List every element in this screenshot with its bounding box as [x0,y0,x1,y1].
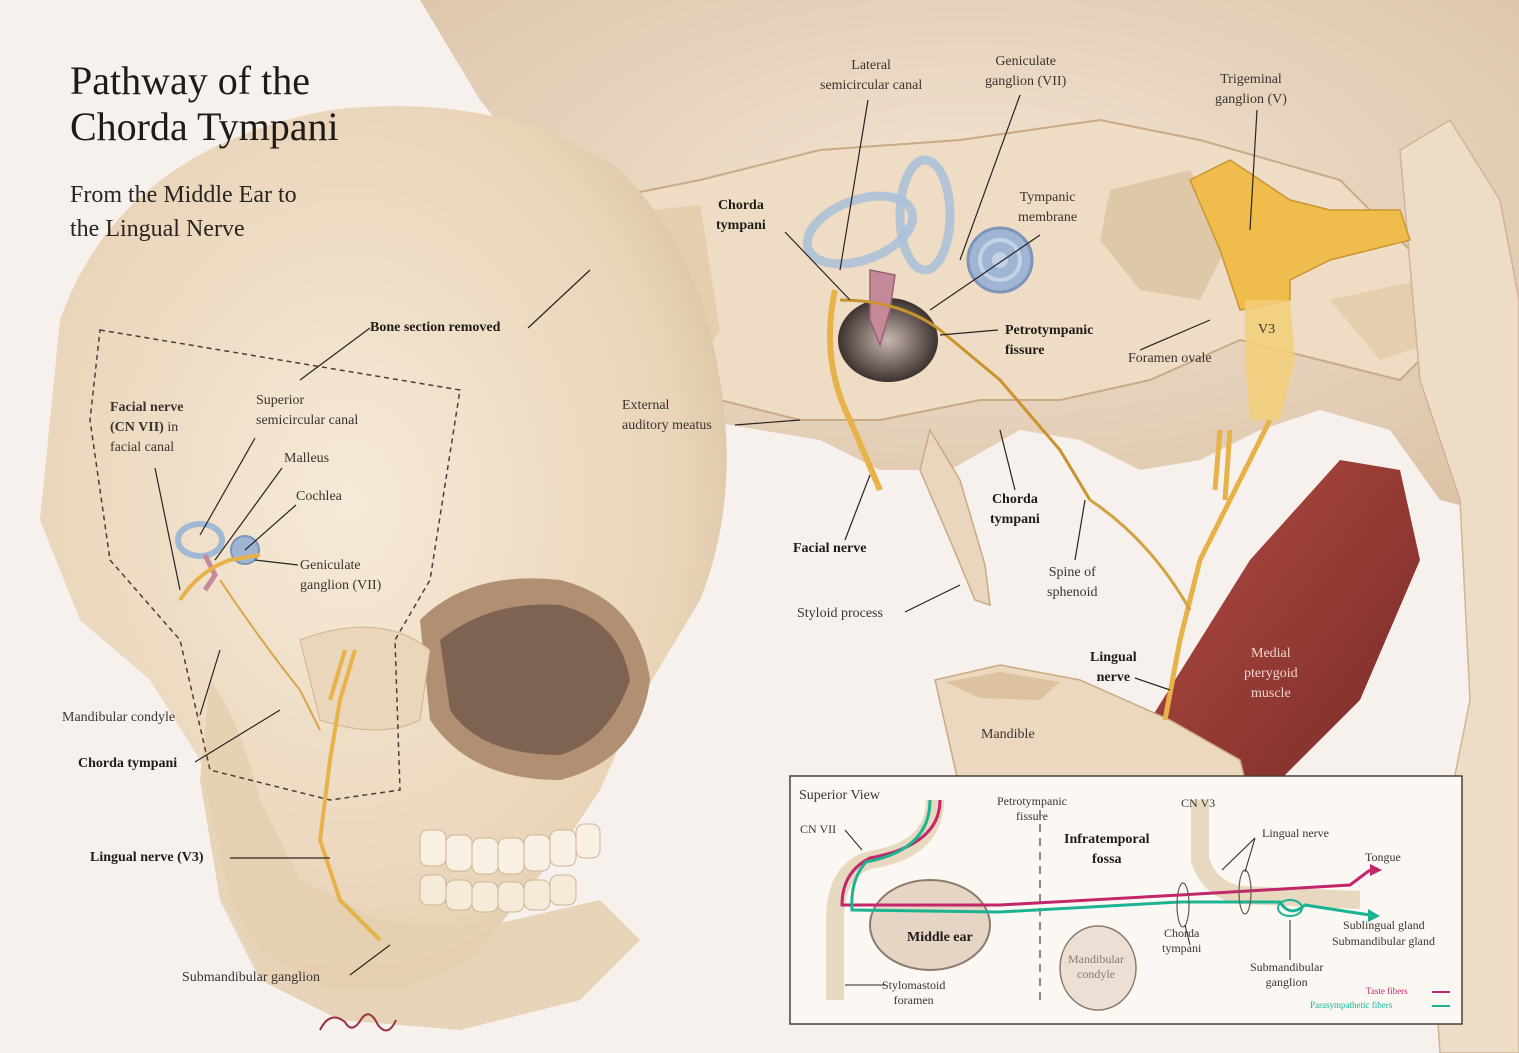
legend-parasympathetic-fibers: Parasympathetic fibers [1310,1000,1392,1010]
facial-nerve-l1: Facial nerve [110,400,183,415]
label-foramen-ovale: Foramen ovale [1128,349,1212,369]
inset-chorda-l2: tympani [1162,941,1201,956]
facial-nerve-l3: facial canal [110,438,183,458]
trigeminal-l1: Trigeminal [1215,70,1287,90]
label-petrotympanic-fissure: Petrotympanic fissure [1005,321,1093,361]
label-lingual-nerve: Lingual nerve [1090,648,1137,688]
chorda-top-l2: tympani [716,216,766,236]
label-tympanic-membrane: Tympanic membrane [1018,188,1077,228]
label-facial-nerve-left: Facial nerve (CN VII) in facial canal [110,398,183,458]
chorda-mid-l2: tympani [990,510,1040,530]
label-superior-semicircular-canal: Superior semicircular canal [256,391,358,431]
inset-infra-l1: Infratemporal [1064,830,1150,850]
label-submandibular-ganglion: Submandibular ganglion [182,968,320,988]
tympanic-l2: membrane [1018,208,1077,228]
inset-middle-ear [870,880,990,970]
inset-label-cn-v3: CN V3 [1181,796,1215,811]
title-line1: Pathway of the [70,58,339,104]
label-chorda-tympani-mid: Chorda tympani [990,490,1040,530]
lingual-l1: Lingual [1090,648,1137,668]
inset-label-chorda-tympani: Chorda tympani [1162,926,1201,956]
medial-pterygoid-l2: pterygoid [1244,664,1298,684]
inset-petro-l1: Petrotympanic [997,794,1067,809]
inset-chorda-l1: Chorda [1162,926,1201,941]
geniculate-left-l2: ganglion (VII) [300,576,381,596]
inset-label-infratemporal-fossa: Infratemporal fossa [1064,830,1150,870]
geniculate-top-l2: ganglion (VII) [985,72,1066,92]
label-v3: V3 [1258,320,1275,340]
inset-condyle-l1: Mandibular [1068,952,1124,967]
spine-sphenoid-l2: sphenoid [1047,583,1098,603]
label-chorda-tympani-left: Chorda tympani [78,754,177,774]
label-spine-of-sphenoid: Spine of sphenoid [1047,563,1098,603]
subtitle-line2: the Lingual Nerve [70,212,297,246]
inset-label-submandibular-ganglion: Submandibular ganglion [1250,960,1323,990]
inset-stylo-l1: Stylomastoid [882,978,945,993]
zygomatic-bone [300,627,430,730]
chorda-mid-l1: Chorda [990,490,1040,510]
spine-sphenoid-l1: Spine of [1047,563,1098,583]
label-geniculate-left: Geniculate ganglion (VII) [300,556,381,596]
external-meatus-l1: External [622,396,712,416]
label-lingual-nerve-v3: Lingual nerve (V3) [90,848,204,868]
subtitle-line1: From the Middle Ear to [70,178,297,212]
trigeminal-l2: ganglion (V) [1215,90,1287,110]
inset-label-middle-ear: Middle ear [907,928,973,948]
inset-title: Superior View [799,786,880,806]
label-mandibular-condyle: Mandibular condyle [62,708,175,728]
label-bone-section-removed: Bone section removed [370,318,500,338]
label-facial-nerve-mid: Facial nerve [793,539,866,559]
inset-label-stylomastoid-foramen: Stylomastoid foramen [882,978,945,1008]
page-subtitle: From the Middle Ear to the Lingual Nerve [70,178,297,246]
inset-label-lingual-nerve: Lingual nerve [1262,826,1329,841]
label-medial-pterygoid-muscle: Medial pterygoid muscle [1244,644,1298,704]
medial-pterygoid-l1: Medial [1244,644,1298,664]
label-cochlea: Cochlea [296,487,342,507]
sup-semicircular-l2: semicircular canal [256,411,358,431]
label-external-auditory-meatus: External auditory meatus [622,396,712,436]
sup-semicircular-l1: Superior [256,391,358,411]
inset-label-sublingual-gland: Sublingual gland [1343,918,1425,933]
chorda-top-l1: Chorda [716,196,766,216]
tympanic-l1: Tympanic [1018,188,1077,208]
label-malleus: Malleus [284,449,329,469]
geniculate-left-l1: Geniculate [300,556,381,576]
inset-label-mandibular-condyle: Mandibular condyle [1068,952,1124,982]
inset-subg-l1: Submandibular [1250,960,1323,975]
lingual-l2: nerve [1090,668,1137,688]
label-geniculate-top: Geniculate ganglion (VII) [985,52,1066,92]
lateral-semicircular-l2: semicircular canal [820,76,922,96]
inset-stylo-l2: foramen [882,993,945,1008]
inset-subg-l2: ganglion [1250,975,1323,990]
inset-label-tongue: Tongue [1365,850,1401,865]
medial-pterygoid-l3: muscle [1244,684,1298,704]
facial-nerve-l2b: in [164,420,178,435]
inset-label-petrotympanic: Petrotympanic fissure [997,794,1067,824]
label-lateral-semicircular-canal: Lateral semicircular canal [820,56,922,96]
petrotympanic-l1: Petrotympanic [1005,321,1093,341]
label-chorda-tympani-top: Chorda tympani [716,196,766,236]
legend-taste-fibers: Taste fibers [1366,986,1408,996]
inset-infra-l2: fossa [1064,850,1150,870]
petrotympanic-l2: fissure [1005,341,1093,361]
external-meatus-l2: auditory meatus [622,416,712,436]
title-line2: Chorda Tympani [70,104,339,150]
geniculate-top-l1: Geniculate [985,52,1066,72]
inset-condyle-l2: condyle [1068,967,1124,982]
inset-petro-l2: fissure [997,809,1067,824]
label-trigeminal-ganglion: Trigeminal ganglion (V) [1215,70,1287,110]
inset-label-cn-vii: CN VII [800,822,836,837]
label-styloid-process: Styloid process [797,604,883,624]
label-mandible: Mandible [981,725,1035,745]
page-title: Pathway of the Chorda Tympani [70,58,339,150]
facial-nerve-l2a: (CN VII) [110,420,164,435]
inset-label-submandibular-gland: Submandibular gland [1332,934,1435,949]
lateral-semicircular-l1: Lateral [820,56,922,76]
